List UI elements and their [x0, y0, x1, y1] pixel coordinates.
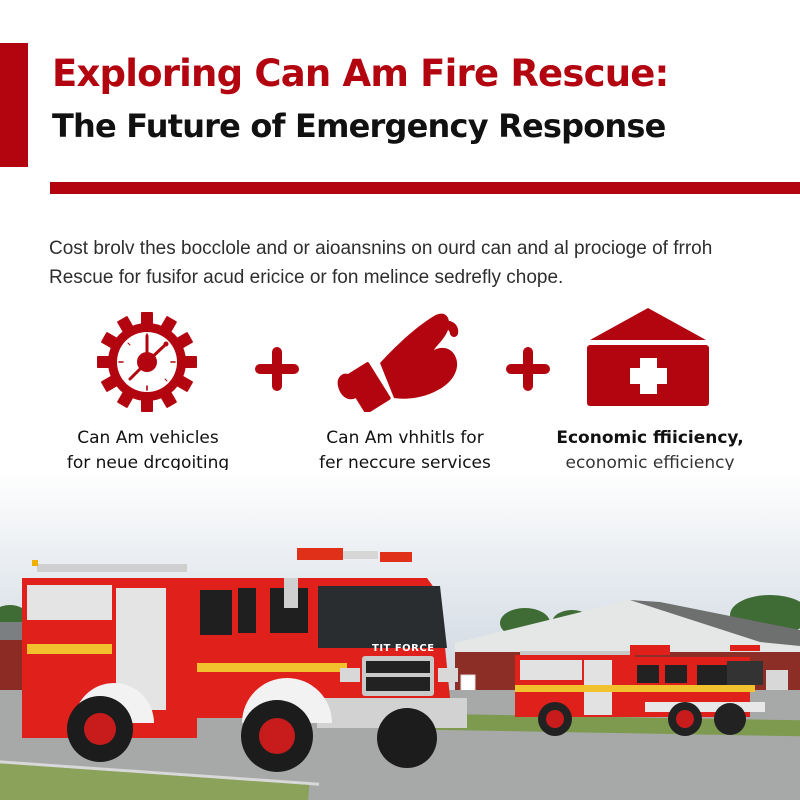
feature-caption-3-line1: Economic ffiiciency, — [556, 428, 744, 448]
fire-truck-back — [515, 645, 765, 736]
gear-clock-icon — [97, 312, 197, 412]
plus-icon — [506, 347, 550, 391]
page-title: Exploring Can Am Fire Rescue: — [52, 52, 669, 95]
intro-paragraph: Cost brolv thes bocclole and or aioansni… — [49, 238, 713, 288]
page-subtitle: The Future of Emergency Response — [52, 107, 666, 145]
feature-caption-2-line1: Can Am vhhitls for — [326, 428, 484, 448]
feature-caption-1: Can Am vehicles for neue drcgoiting — [58, 426, 238, 476]
fire-truck-front — [22, 548, 467, 772]
truck-badge-text: TIT FORCE — [372, 643, 435, 654]
medical-house-icon — [587, 308, 709, 406]
fire-trucks-photo: TIT FORCE — [0, 470, 800, 800]
header-divider — [50, 182, 800, 194]
feature-caption-2-line2: fer neccure services — [319, 453, 491, 473]
feature-caption-2: Can Am vhhitls for fer neccure services — [305, 426, 505, 476]
feature-caption-3-line2: economic efficiency — [565, 453, 735, 473]
header-accent-bar — [0, 43, 28, 167]
plus-icon — [255, 347, 299, 391]
feature-caption-1-line1: Can Am vehicles — [77, 428, 219, 448]
hand-glove-icon — [337, 313, 459, 412]
feature-caption-1-line2: for neue drcgoiting — [66, 453, 230, 473]
feature-caption-3: Economic ffiiciency, economic efficiency — [550, 426, 750, 476]
